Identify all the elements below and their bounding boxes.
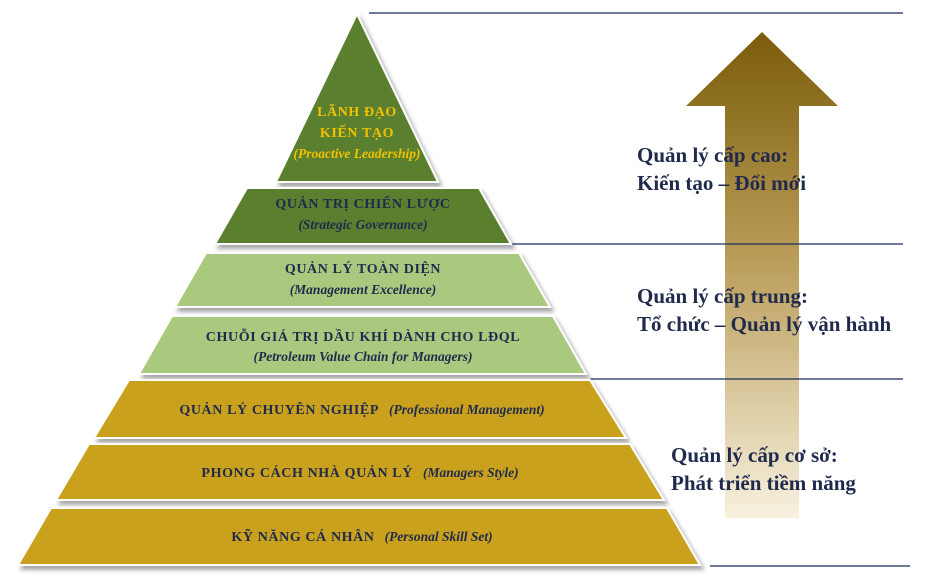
level-style-title: PHONG CÁCH NHÀ QUẢN LÝ	[201, 464, 413, 481]
tier-middle-line1: Quản lý cấp trung:	[637, 284, 808, 308]
growth-arrow	[686, 32, 838, 518]
apex-title-line1: LÃNH ĐẠO	[317, 102, 397, 120]
level-excellence-title: QUẢN LÝ TOÀN DIỆN	[285, 260, 441, 277]
level-value-chain	[137, 315, 588, 375]
level-skills	[16, 507, 702, 566]
level-excellence	[173, 252, 552, 308]
level-skills-title: KỸ NĂNG CÁ NHÂN	[231, 527, 374, 545]
tier-bottom-line1: Quản lý cấp cơ sở:	[671, 443, 838, 467]
pyramid-labels: LÃNH ĐẠO KIẾN TẠO (Proactive Leadership)…	[179, 102, 544, 545]
apex-triangle	[274, 11, 440, 183]
level-skills-label: KỸ NĂNG CÁ NHÂN (Personal Skill Set)	[231, 527, 492, 545]
apex-title-line2: KIẾN TẠO	[320, 124, 394, 141]
level-value-chain-title: CHUỖI GIÁ TRỊ DẦU KHÍ DÀNH CHO LĐQL	[206, 327, 520, 345]
level-strategic-subtitle: (Strategic Governance)	[298, 217, 427, 232]
level-skills-subtitle: (Personal Skill Set)	[385, 529, 493, 544]
level-style	[54, 443, 666, 501]
level-value-chain-subtitle: (Petroleum Value Chain for Managers)	[253, 349, 472, 364]
level-strategic	[213, 187, 513, 245]
level-professional-subtitle: (Professional Management)	[389, 402, 545, 417]
tier-top-line1: Quản lý cấp cao:	[637, 143, 788, 167]
level-dividers	[369, 12, 910, 567]
pyramid	[16, 11, 702, 566]
growth-arrow-shape	[686, 32, 838, 518]
level-professional-title: QUẢN LÝ CHUYÊN NGHIỆP	[179, 401, 379, 418]
tier-bottom-line2: Phát triển tiềm năng	[671, 471, 856, 495]
apex-subtitle: (Proactive Leadership)	[293, 146, 420, 161]
level-style-label: PHONG CÁCH NHÀ QUẢN LÝ (Managers Style)	[201, 464, 518, 481]
tier-top-line2: Kiến tạo – Đổi mới	[637, 171, 806, 195]
level-professional	[92, 379, 628, 439]
management-tiers: Quản lý cấp cao: Kiến tạo – Đổi mới Quản…	[637, 143, 891, 495]
level-style-subtitle: (Managers Style)	[423, 465, 519, 480]
tier-middle-line2: Tổ chức – Quản lý vận hành	[637, 312, 891, 336]
level-excellence-subtitle: (Management Excellence)	[290, 282, 437, 297]
level-strategic-title: QUẢN TRỊ CHIẾN LƯỢC	[275, 195, 450, 212]
level-professional-label: QUẢN LÝ CHUYÊN NGHIỆP (Professional Mana…	[179, 401, 544, 418]
